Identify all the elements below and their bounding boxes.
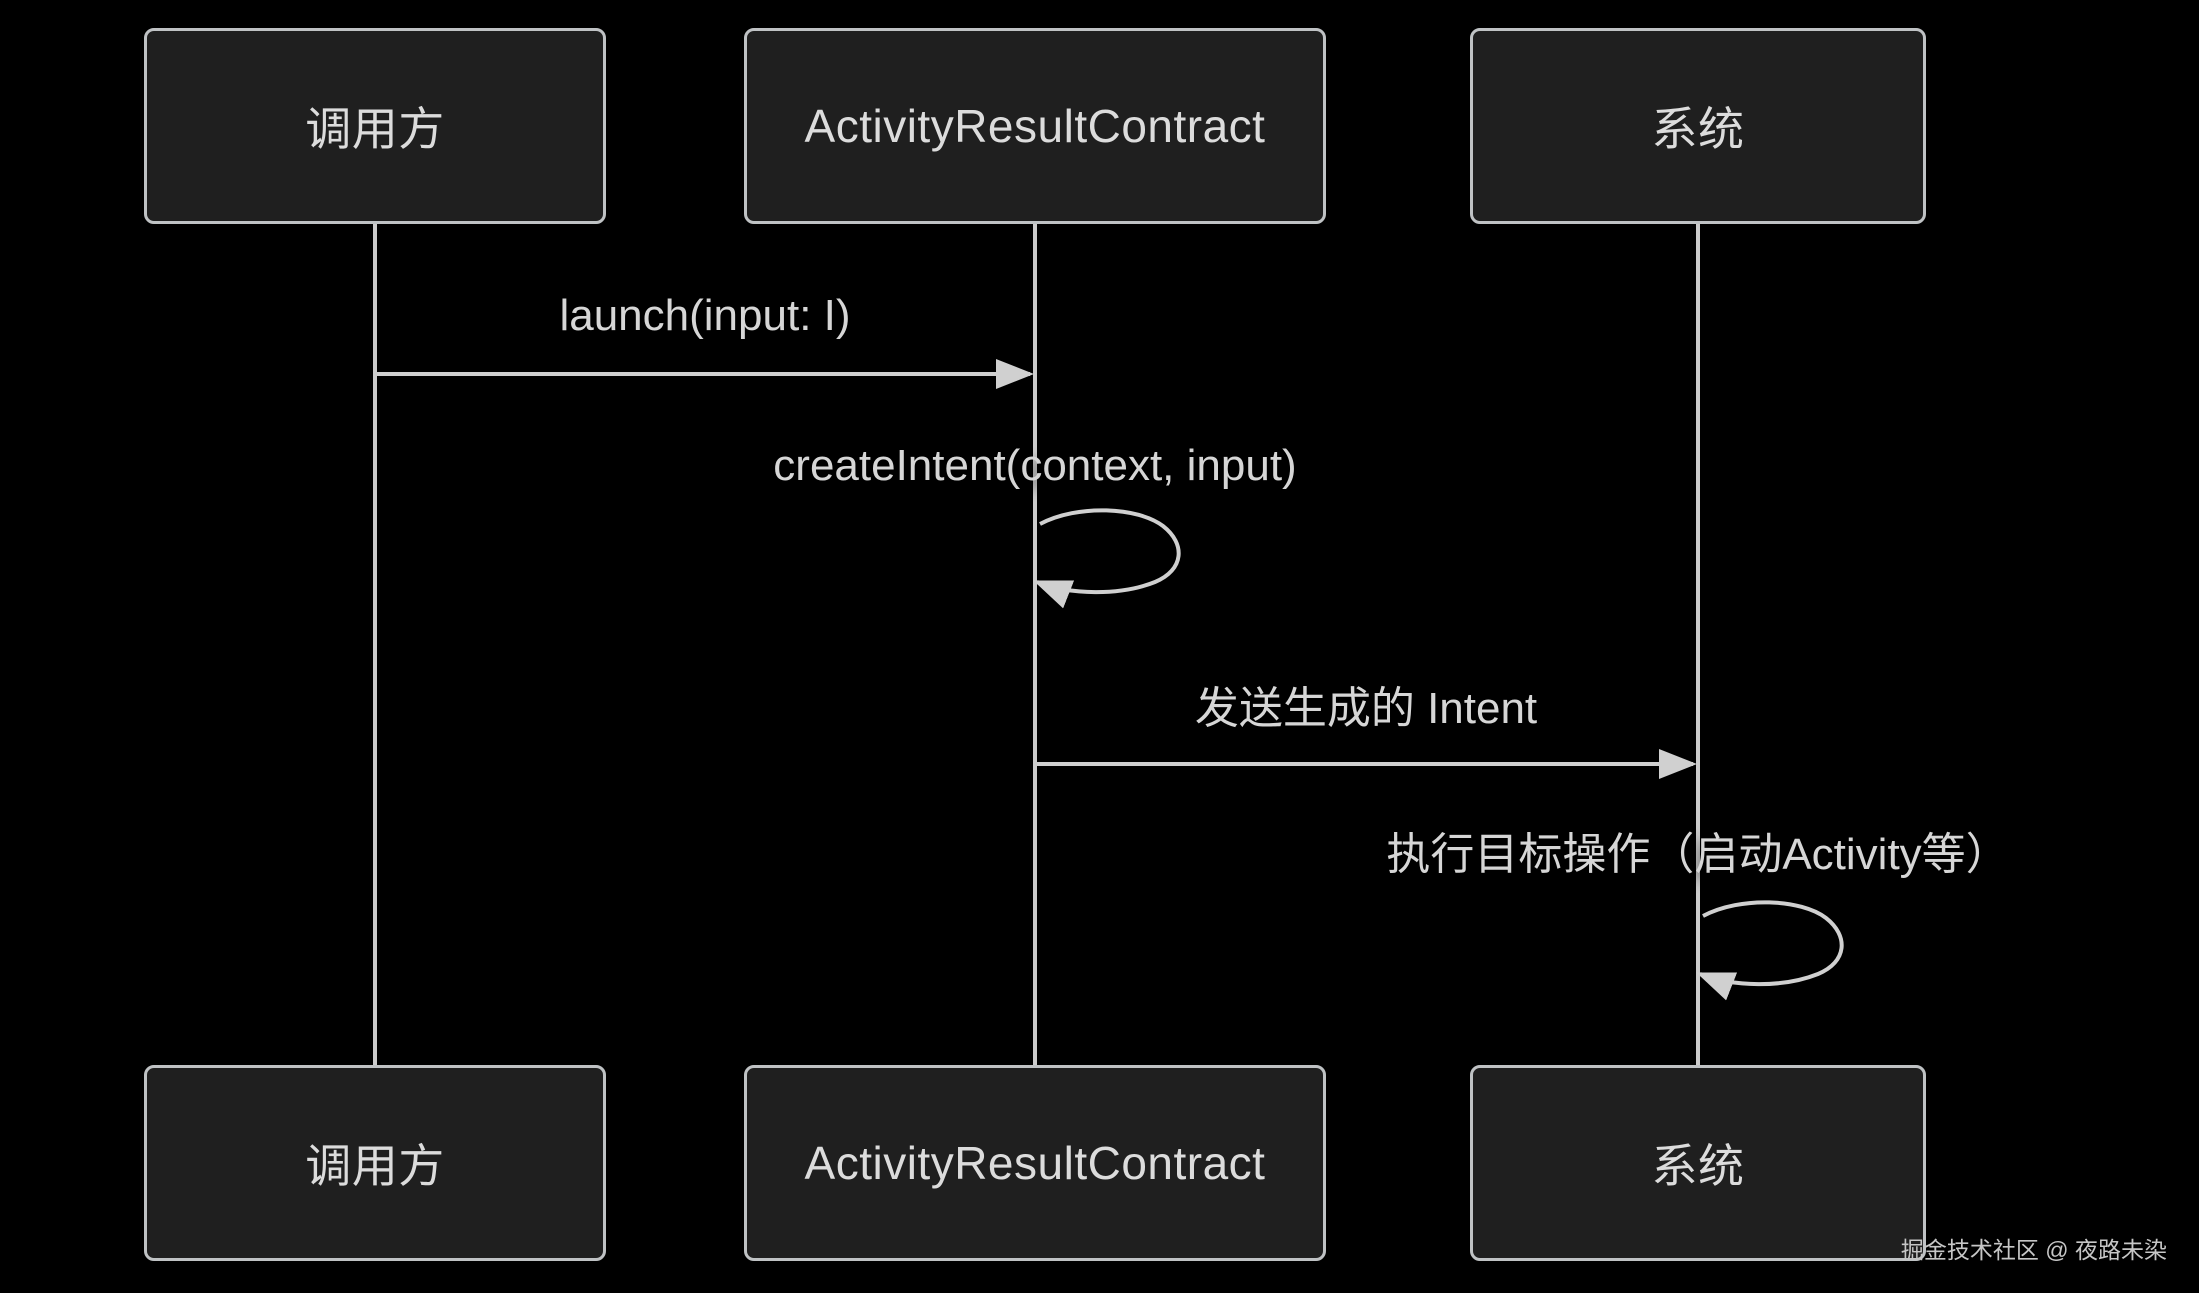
message-label-create-intent: createIntent(context, input) (773, 441, 1297, 490)
actor-box-system-bottom: 系统 (1470, 1065, 1926, 1261)
actor-label: 调用方 (305, 1140, 445, 1192)
actor-label: ActivityResultContract (804, 1137, 1266, 1189)
actor-box-caller-bottom: 调用方 (144, 1065, 606, 1261)
self-loop-perform-action (1696, 900, 1844, 1001)
actor-box-system-top: 系统 (1470, 28, 1926, 224)
actor-box-contract-bottom: ActivityResultContract (744, 1065, 1326, 1261)
actor-label: 系统 (1651, 103, 1745, 155)
message-label-perform-action: 执行目标操作（启动Activity等） (1386, 830, 2010, 879)
watermark: 掘金技术社区 @ 夜路未染 (1900, 1237, 2167, 1263)
actor-box-caller-top: 调用方 (144, 28, 606, 224)
actor-label: 系统 (1651, 1140, 1745, 1192)
message-label-send-intent: 发送生成的 Intent (1194, 684, 1538, 733)
actor-label: ActivityResultContract (804, 100, 1266, 152)
message-label-launch: launch(input: I) (559, 291, 851, 340)
actor-label: 调用方 (305, 103, 445, 155)
actor-box-contract-top: ActivityResultContract (744, 28, 1326, 224)
self-loop-create-intent (1033, 508, 1181, 609)
